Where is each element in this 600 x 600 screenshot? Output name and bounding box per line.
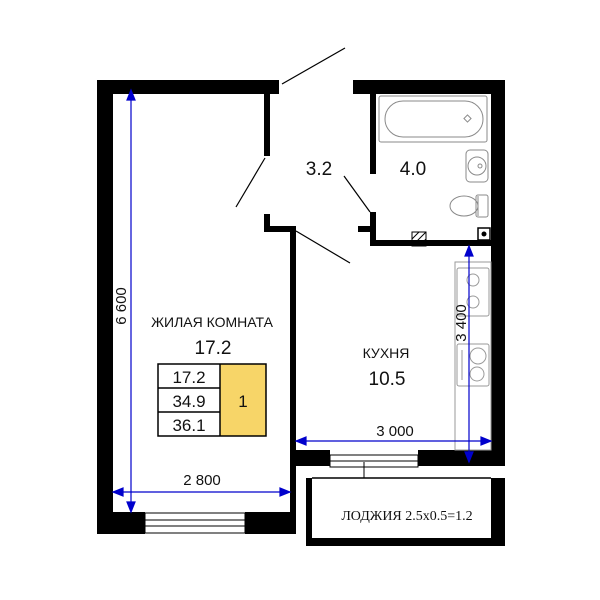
bathtub-drain-icon [463, 114, 472, 123]
loggia-label: ЛОДЖИЯ 2.5х0.5=1.2 [341, 509, 472, 524]
dim-kitchen-height: 3 400 [453, 304, 470, 342]
wall-kitchen-bottom-left [290, 450, 330, 466]
door-kitchen [295, 230, 351, 264]
kitchen-sink [456, 343, 490, 387]
door-bath [343, 175, 371, 213]
sink-bowl [467, 156, 487, 176]
room-area-bathroom: 4.0 [400, 159, 426, 180]
wall-bath-left-upper [370, 94, 376, 174]
room-name-kitchen: КУХНЯ [363, 345, 410, 361]
walls [97, 80, 505, 546]
door-entrance [281, 47, 346, 85]
wall-top-living [97, 80, 279, 94]
wall-loggia-bottom [306, 538, 505, 546]
windows [144, 454, 419, 534]
toilet-bowl [449, 195, 479, 217]
bathtub-inner [384, 100, 484, 138]
kitchen-fixtures [454, 261, 492, 451]
wall-living-bottom-left [97, 512, 145, 534]
window-living [144, 512, 246, 534]
wall-partition-top [265, 80, 279, 92]
dim-living-height: 6 600 [113, 287, 130, 325]
room-area-living: 17.2 [195, 338, 232, 359]
wall-living-bottom-right [245, 512, 296, 534]
bath-shaft-icon [477, 227, 491, 241]
wall-loggia-left [306, 478, 312, 546]
doors [235, 47, 371, 264]
dim-kitchen-width: 3 000 [376, 423, 414, 440]
toilet-tank [475, 194, 489, 218]
wall-right [491, 80, 505, 464]
wall-left [97, 80, 113, 534]
wall-partition-upper [264, 92, 270, 156]
stove [456, 267, 490, 317]
summary-total-area: 34.9 [172, 392, 205, 411]
kitchen-counter [454, 261, 492, 451]
wall-loggia-right [491, 478, 505, 546]
wall-partition-mid-stub [264, 214, 270, 232]
ventilation-icon [411, 231, 427, 247]
bathroom-fixtures [378, 95, 489, 218]
wall-kitchen-bottom-right [418, 450, 505, 466]
summary-rooms-count: 1 [238, 392, 247, 411]
door-living [235, 157, 266, 208]
kitchen-sink-bowl [469, 347, 487, 365]
bathtub [378, 95, 488, 143]
sink [465, 149, 489, 183]
room-name-living: ЖИЛАЯ КОМНАТА [151, 314, 274, 330]
wall-bath-bottom-a [358, 226, 376, 232]
summary-total-with-loggia: 36.1 [172, 416, 205, 435]
room-area-hall: 3.2 [306, 159, 332, 180]
wall-partition-lower [290, 226, 296, 532]
wall-partition-mid [264, 226, 296, 232]
dimension-lines [111, 88, 493, 514]
room-area-kitchen: 10.5 [369, 369, 406, 390]
area-summary-table: 17.2 34.9 36.1 1 [157, 363, 267, 437]
stove-burner-icon [466, 273, 480, 287]
stove-burner-icon [466, 295, 480, 309]
summary-living-area: 17.2 [172, 368, 205, 387]
dim-living-width: 2 800 [183, 472, 221, 489]
wall-top-bath [353, 80, 505, 94]
wall-bath-bottom [370, 240, 505, 246]
rooms-count-cell [220, 364, 266, 436]
